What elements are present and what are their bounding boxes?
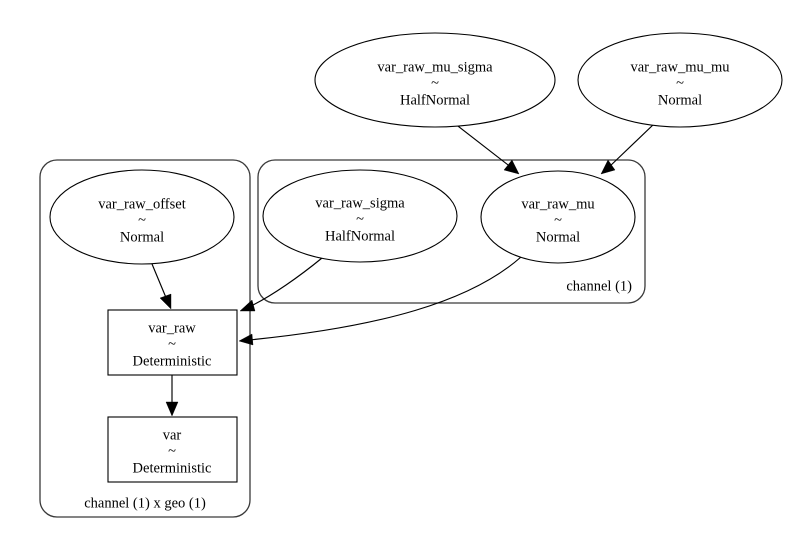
node-var-raw-mu-sigma[interactable]: var_raw_mu_sigma ~ HalfNormal — [314, 32, 556, 128]
node-var-raw-name: var_raw — [148, 320, 196, 336]
edge-mu-sigma-to-mu — [453, 122, 520, 175]
node-var-raw-mu[interactable]: var_raw_mu ~ Normal — [480, 170, 636, 264]
node-var-raw-mu-sigma-tilde: ~ — [431, 75, 439, 91]
edge-mu-to-var-raw — [238, 256, 522, 346]
edge-offset-to-var-raw-arrowhead — [159, 293, 172, 310]
edge-mu-mu-to-mu-arrowhead — [600, 159, 616, 175]
node-var-raw-mu-sigma-name: var_raw_mu_sigma — [377, 59, 493, 75]
node-var-raw-mu-sigma-distribution: HalfNormal — [400, 92, 470, 108]
node-var-raw-tilde: ~ — [168, 336, 176, 352]
plate-channel-label: channel (1) — [566, 278, 632, 294]
node-var-raw[interactable]: var_raw ~ Deterministic — [107, 309, 238, 376]
plate-channel-geo-label: channel (1) x geo (1) — [84, 495, 206, 511]
node-var-raw-mu-ellipse[interactable] — [480, 170, 636, 264]
edge-mu-to-var-raw-arrowhead — [238, 333, 254, 346]
edge-mu-mu-to-mu — [600, 122, 656, 175]
node-var-raw-sigma-name: var_raw_sigma — [315, 195, 405, 211]
plate-channel-border — [257, 159, 646, 304]
node-var-raw-sigma[interactable]: var_raw_sigma ~ HalfNormal — [262, 169, 458, 263]
node-var-raw-mu-mu[interactable]: var_raw_mu_mu ~ Normal — [577, 32, 783, 128]
node-var-raw-mu-sigma-ellipse[interactable] — [314, 32, 556, 128]
edge-mu-sigma-to-mu-line — [453, 122, 513, 169]
node-var-box[interactable] — [107, 416, 238, 483]
node-var-raw-box[interactable] — [107, 309, 238, 376]
node-var-tilde: ~ — [168, 443, 176, 459]
node-var-raw-mu-mu-name: var_raw_mu_mu — [630, 59, 729, 75]
node-var-distribution: Deterministic — [133, 460, 212, 476]
node-var-name: var — [163, 427, 182, 443]
edge-sigma-to-var-raw-line — [248, 257, 323, 308]
node-var-raw-mu-mu-tilde: ~ — [676, 75, 684, 91]
node-var-raw-offset-tilde: ~ — [138, 212, 146, 228]
plate-channel: channel (1) — [257, 159, 646, 304]
edge-mu-to-var-raw-line — [248, 256, 522, 341]
node-var[interactable]: var ~ Deterministic — [107, 416, 238, 483]
edge-offset-to-var-raw-line — [151, 263, 168, 301]
node-var-raw-distribution: Deterministic — [133, 353, 212, 369]
node-var-raw-offset-ellipse[interactable] — [49, 169, 235, 265]
node-var-raw-mu-mu-ellipse[interactable] — [577, 32, 783, 128]
edge-var-raw-to-var — [165, 375, 179, 417]
node-var-raw-sigma-ellipse[interactable] — [262, 169, 458, 263]
edge-var-raw-to-var-arrowhead — [165, 401, 179, 417]
edge-sigma-to-var-raw — [239, 257, 323, 312]
edge-sigma-to-var-raw-arrowhead — [239, 299, 256, 312]
node-var-raw-mu-tilde: ~ — [554, 212, 562, 228]
node-var-raw-sigma-distribution: HalfNormal — [325, 228, 395, 244]
edge-mu-sigma-to-mu-arrowhead — [503, 159, 520, 175]
node-var-raw-mu-mu-distribution: Normal — [658, 92, 702, 108]
edge-offset-to-var-raw — [151, 263, 172, 310]
node-var-raw-mu-distribution: Normal — [536, 229, 580, 245]
edge-mu-mu-to-mu-line — [607, 122, 656, 169]
node-var-raw-mu-name: var_raw_mu — [521, 196, 594, 212]
node-var-raw-offset-distribution: Normal — [120, 229, 164, 245]
node-var-raw-offset[interactable]: var_raw_offset ~ Normal — [49, 169, 235, 265]
node-var-raw-sigma-tilde: ~ — [356, 211, 364, 227]
node-var-raw-offset-name: var_raw_offset — [98, 196, 186, 212]
